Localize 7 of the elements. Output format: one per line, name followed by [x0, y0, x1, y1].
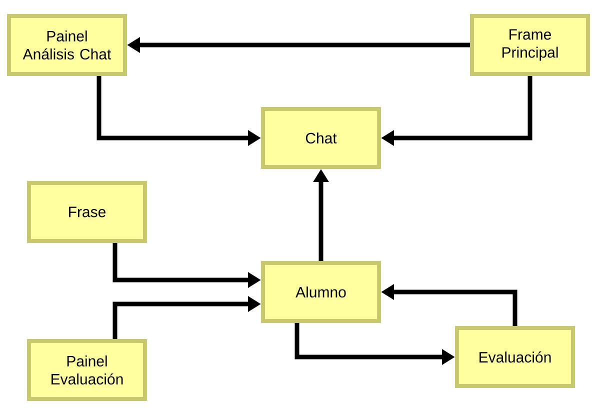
- process-box: Frase: [27, 181, 147, 243]
- process-box: Chat: [261, 107, 381, 169]
- process-box: Painel Evaluación: [27, 339, 147, 401]
- process-box: Evaluación: [455, 326, 575, 388]
- process-box: Frame Principal: [470, 14, 590, 76]
- process-box: Alumno: [261, 261, 381, 323]
- process-box: Painel Análisis Chat: [7, 14, 127, 76]
